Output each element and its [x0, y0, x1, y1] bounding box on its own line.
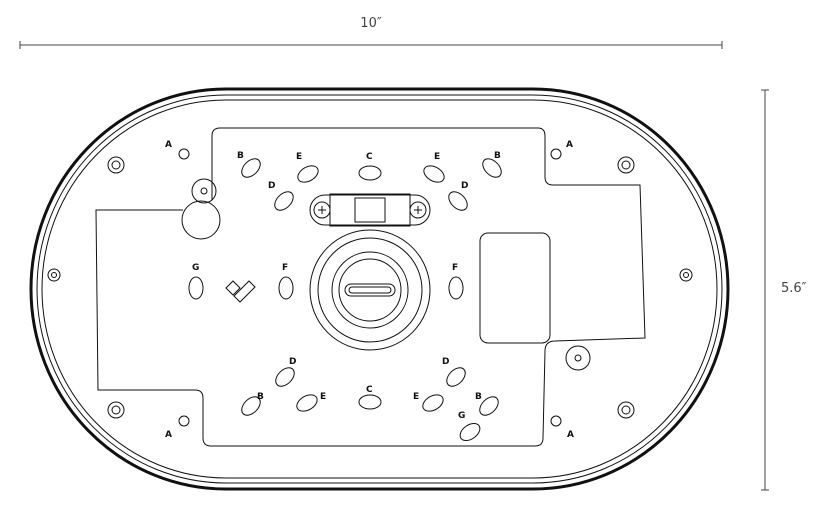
- label-c: C: [366, 385, 373, 395]
- screw-icon: [47, 268, 61, 282]
- pivot-boss-left: [181, 178, 221, 240]
- label-b: B: [475, 392, 482, 402]
- housing-screws: [47, 156, 693, 419]
- label-d: D: [442, 357, 449, 367]
- screw-icon: [313, 201, 331, 219]
- screw-icon: [107, 156, 125, 174]
- label-g: G: [458, 411, 465, 421]
- label-f: F: [452, 263, 458, 273]
- pivot-boss-right: [565, 345, 591, 371]
- clip-bracket: [309, 193, 431, 227]
- housing-outline: [29, 87, 730, 491]
- label-e: E: [320, 392, 326, 402]
- width-label: 10″: [360, 16, 382, 31]
- brand-logo-icon: [225, 280, 256, 303]
- label-f: F: [282, 263, 288, 273]
- label-d: D: [461, 181, 468, 191]
- label-a: A: [566, 140, 573, 150]
- label-a: A: [165, 430, 172, 440]
- hole-labels: A A A A B B B B C C D D D D E E E E F F …: [165, 140, 574, 440]
- holes-a: [178, 148, 562, 427]
- label-b: B: [257, 392, 264, 402]
- width-dimension: 10″: [19, 16, 723, 49]
- label-g: G: [192, 263, 199, 273]
- label-b: B: [237, 151, 244, 161]
- height-dimension: 5.6″: [761, 89, 807, 491]
- screw-icon: [679, 268, 693, 282]
- label-a: A: [567, 430, 574, 440]
- label-e: E: [296, 152, 302, 162]
- label-e: E: [434, 152, 440, 162]
- mounting-plate: [95, 127, 646, 447]
- label-a: A: [165, 140, 172, 150]
- label-d: D: [289, 357, 296, 367]
- label-c: C: [366, 152, 373, 162]
- label-d: D: [268, 181, 275, 191]
- screw-icon: [107, 401, 125, 419]
- screw-icon: [617, 156, 635, 174]
- height-label: 5.6″: [781, 281, 807, 296]
- cable-cutout: [479, 232, 551, 344]
- center-mount: [309, 229, 431, 351]
- label-b: B: [494, 151, 501, 161]
- screw-icon: [409, 201, 427, 219]
- label-e: E: [413, 392, 419, 402]
- mounting-slots: [188, 158, 502, 442]
- screw-icon: [617, 401, 635, 419]
